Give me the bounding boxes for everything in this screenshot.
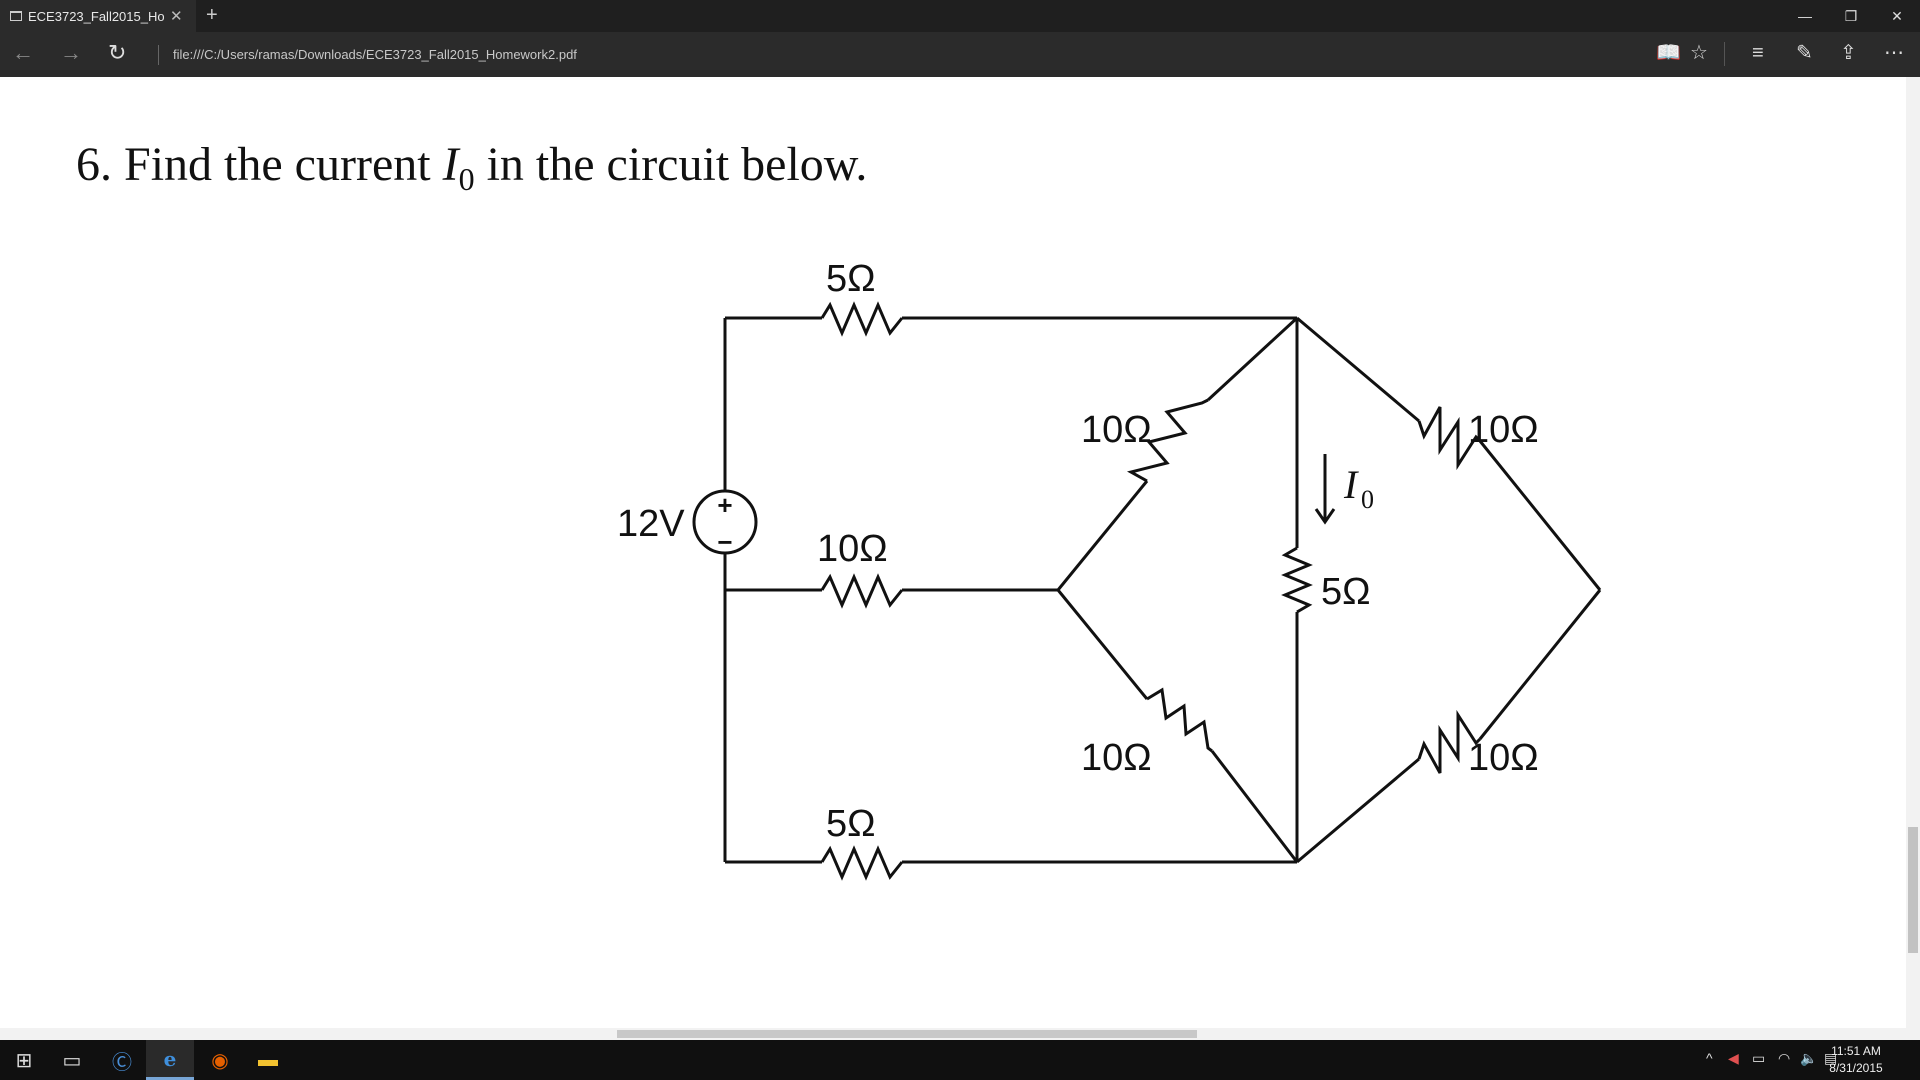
circuit-diagram: + − 12V 5Ω 10Ω 5Ω 10Ω 10Ω 10Ω 10Ω 5Ω I 0 bbox=[617, 258, 1602, 881]
resistor-upper-left bbox=[1126, 398, 1209, 483]
edge-browser-icon[interactable]: e bbox=[146, 1040, 194, 1080]
wire-lr-b bbox=[1478, 589, 1602, 740]
current-arrow-head bbox=[1314, 508, 1336, 525]
browser-tab[interactable]: ECE3723_Fall2015_Home ✕ bbox=[0, 0, 196, 32]
more-icon[interactable]: ⋯ bbox=[1884, 42, 1904, 64]
forward-arrow-icon[interactable]: → bbox=[60, 40, 82, 65]
windows-start-icon[interactable]: ⊞ bbox=[15, 1049, 33, 1072]
wire-ll-a bbox=[1056, 589, 1149, 700]
question-text: 6. Find the current I0 in the circuit be… bbox=[76, 137, 867, 198]
wire-lr-a bbox=[1296, 757, 1420, 864]
ccleaner-icon[interactable]: Ⓒ bbox=[112, 1051, 132, 1074]
favorite-star-icon[interactable]: ☆ bbox=[1690, 42, 1708, 64]
clock-time: 11:51 AM bbox=[1831, 1044, 1881, 1058]
wire-ur-a bbox=[1296, 316, 1420, 423]
tray-alert-icon[interactable]: ◀ bbox=[1728, 1050, 1739, 1066]
wire-ll-b bbox=[1210, 750, 1299, 863]
resistor-lower-right bbox=[1417, 709, 1482, 774]
vertical-scroll-thumb[interactable] bbox=[1908, 827, 1918, 953]
question-prefix: 6. Find the current bbox=[76, 138, 443, 191]
wire-ul-b bbox=[1206, 316, 1299, 402]
wire-ul-a bbox=[1056, 480, 1149, 591]
wifi-icon[interactable]: ◠ bbox=[1778, 1050, 1791, 1066]
hub-icon[interactable]: ≡ bbox=[1752, 42, 1764, 64]
tab-bar: ECE3723_Fall2015_Home ✕ + — ❐ ✕ bbox=[0, 0, 1920, 32]
source-plus: + bbox=[717, 490, 732, 520]
share-icon[interactable]: ⇪ bbox=[1840, 42, 1857, 64]
r-upper-right-label: 10Ω bbox=[1468, 409, 1539, 451]
resistor-top bbox=[820, 301, 904, 337]
r-upper-left-label: 10Ω bbox=[1081, 409, 1152, 451]
firefox-icon[interactable]: ◉ bbox=[211, 1049, 229, 1072]
horizontal-scroll-thumb[interactable] bbox=[617, 1030, 1197, 1038]
back-arrow-icon[interactable]: ← bbox=[12, 40, 34, 65]
resistor-bottom bbox=[820, 845, 904, 881]
reading-view-icon[interactable]: 📖 bbox=[1656, 42, 1681, 64]
restore-button[interactable]: ❐ bbox=[1844, 7, 1858, 24]
toolbar-divider bbox=[1724, 42, 1725, 66]
resistor-lower-left bbox=[1146, 687, 1213, 753]
source-minus: − bbox=[717, 527, 732, 557]
resistor-mid bbox=[820, 573, 904, 609]
vertical-scrollbar[interactable] bbox=[1906, 77, 1920, 1028]
resistor-upper-right bbox=[1417, 406, 1482, 471]
tab-title: ECE3723_Fall2015_Home bbox=[28, 8, 164, 24]
voltage-source bbox=[692, 489, 758, 555]
wire-ur-b bbox=[1478, 440, 1602, 591]
tab-close-icon[interactable]: ✕ bbox=[170, 8, 183, 25]
close-window-button[interactable]: ✕ bbox=[1891, 7, 1903, 24]
resistor-center bbox=[1281, 546, 1313, 614]
pdf-viewport: 6. Find the current I0 in the circuit be… bbox=[0, 77, 1920, 1028]
r-mid-label: 10Ω bbox=[817, 528, 888, 570]
question-var: I bbox=[442, 138, 459, 191]
url-field[interactable]: file:///C:/Users/ramas/Downloads/ECE3723… bbox=[158, 45, 577, 65]
new-tab-button[interactable]: + bbox=[206, 4, 218, 26]
clock[interactable]: 11:51 AM 8/31/2015 bbox=[1826, 1043, 1886, 1077]
horizontal-scrollbar[interactable] bbox=[0, 1028, 1920, 1040]
volume-icon[interactable]: 🔈 bbox=[1800, 1050, 1818, 1066]
question-suffix: in the circuit below. bbox=[474, 138, 868, 191]
question-sub: 0 bbox=[458, 161, 475, 197]
battery-icon[interactable]: ▭ bbox=[1752, 1050, 1766, 1066]
r-top-label: 5Ω bbox=[826, 258, 876, 300]
clock-date: 8/31/2015 bbox=[1829, 1061, 1883, 1075]
web-note-icon[interactable]: ✎ bbox=[1796, 42, 1813, 64]
taskbar: ⊞ ▭ Ⓒ e ◉ ▬ ^ ◀ ▭ ◠ 🔈 ▤ 11:51 AM 8/31/20… bbox=[0, 1040, 1920, 1080]
r-bottom-label: 5Ω bbox=[826, 803, 876, 845]
current-label-sub: 0 bbox=[1361, 485, 1374, 514]
address-bar: ← → ↻ file:///C:/Users/ramas/Downloads/E… bbox=[0, 32, 1920, 77]
source-label: 12V bbox=[617, 503, 685, 545]
r-center-label: 5Ω bbox=[1321, 571, 1371, 613]
r-lower-right-label: 10Ω bbox=[1468, 737, 1539, 779]
minimize-button[interactable]: — bbox=[1798, 8, 1812, 24]
tray-chevron-icon[interactable]: ^ bbox=[1706, 1050, 1713, 1066]
current-label-var: I bbox=[1343, 462, 1359, 507]
r-lower-left-label: 10Ω bbox=[1081, 737, 1152, 779]
file-explorer-icon[interactable]: ▬ bbox=[258, 1048, 278, 1071]
tab-page-icon bbox=[10, 11, 22, 21]
task-view-icon[interactable]: ▭ bbox=[62, 1049, 82, 1072]
refresh-icon[interactable]: ↻ bbox=[108, 40, 127, 65]
action-center-icon[interactable]: ▤ bbox=[1824, 1050, 1838, 1066]
